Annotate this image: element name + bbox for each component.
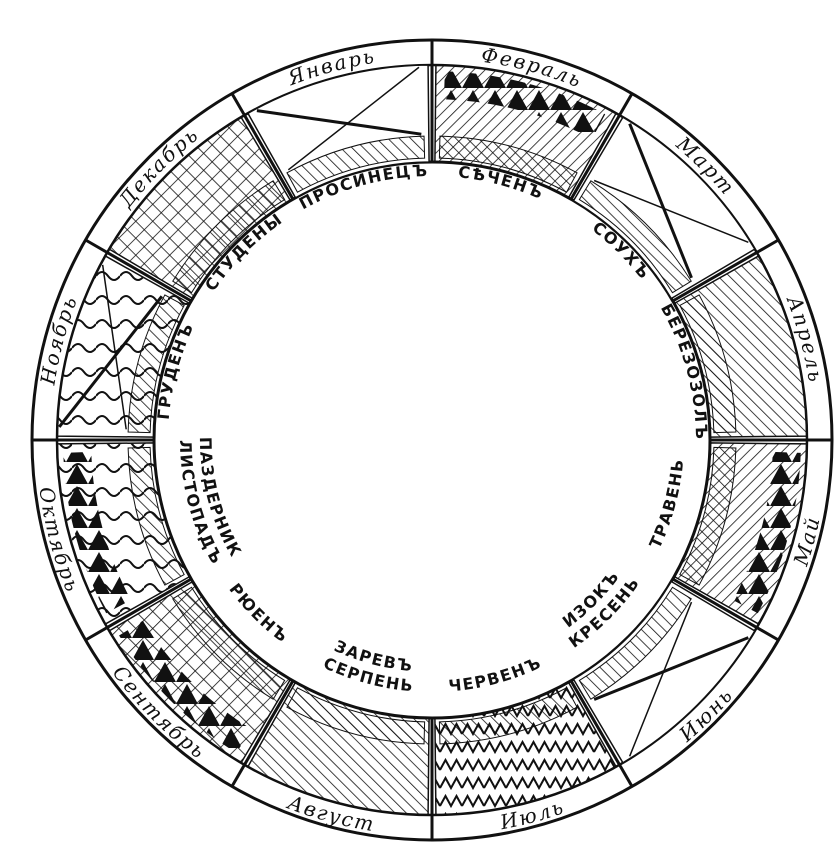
old-name-text-may-0: ТРАВЕНЬ — [645, 457, 687, 551]
old-name-text-jul-0: ЧЕРВЕНЪ — [448, 653, 545, 696]
old-name-may-0: ТРАВЕНЬ — [645, 457, 687, 551]
old-name-jul-0: ЧЕРВЕНЪ — [448, 653, 545, 696]
